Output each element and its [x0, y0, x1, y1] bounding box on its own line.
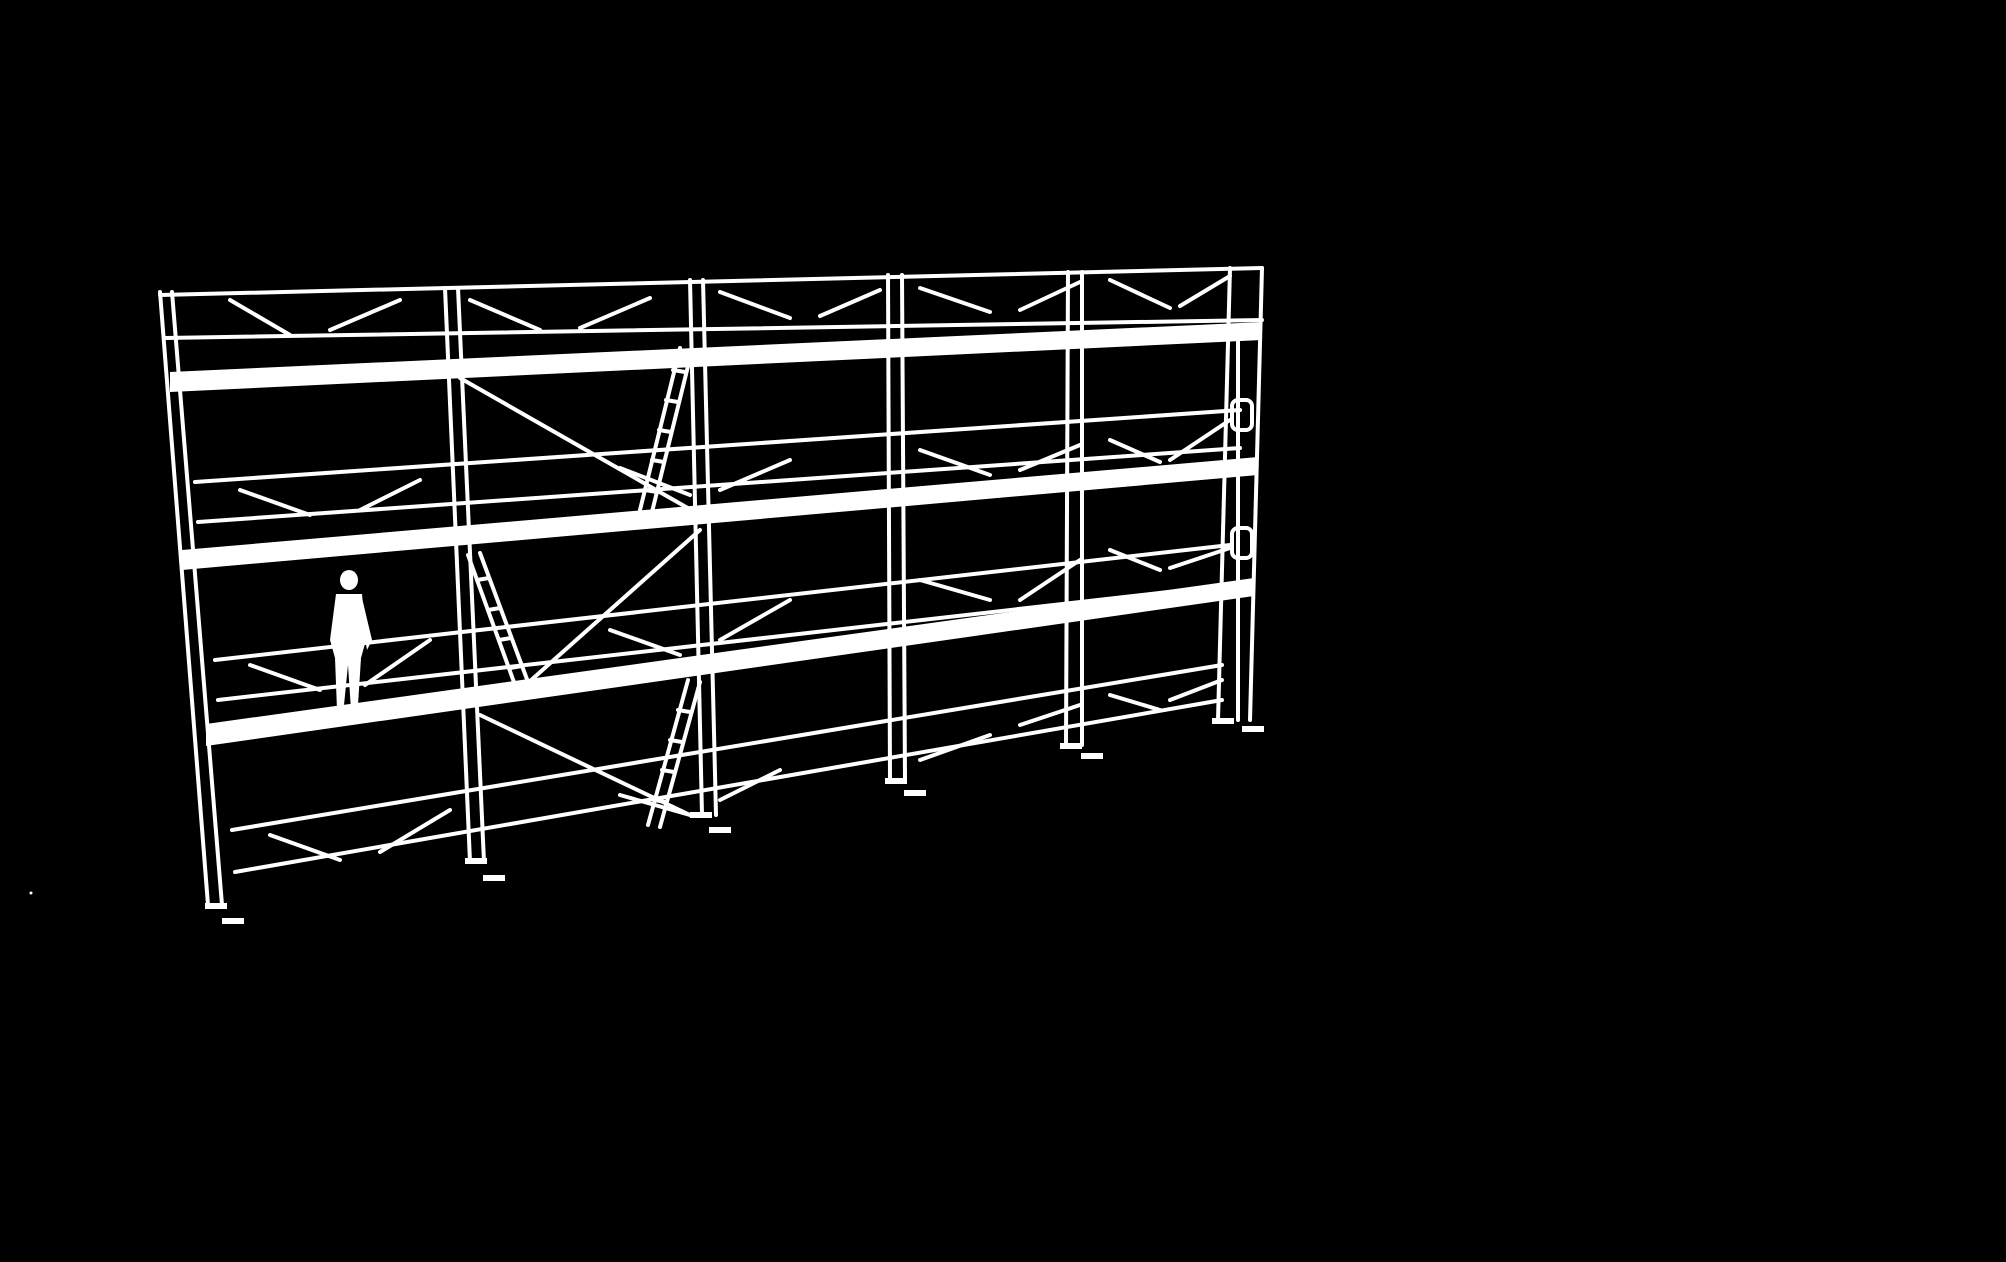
post-2b — [456, 286, 486, 864]
ladder-upper — [638, 346, 694, 514]
diagonal-brace-upper — [458, 376, 702, 517]
post-1a — [158, 290, 210, 907]
deck-plank-level-2 — [182, 457, 1258, 570]
rail-level-3-lower — [196, 446, 1242, 524]
base-plate-8 — [904, 790, 926, 796]
post-3b — [701, 278, 718, 817]
end-frame-details — [1230, 338, 1254, 722]
brace-top-row — [228, 274, 1232, 337]
guard-rails — [158, 266, 1264, 874]
base-plates — [205, 718, 1264, 924]
base-plate-3 — [465, 858, 487, 864]
post-4a — [886, 273, 892, 782]
rail-level-2-upper — [213, 543, 1232, 662]
post-2a — [443, 286, 472, 864]
base-plate-9 — [1060, 743, 1082, 749]
ladder-lower — [646, 678, 702, 829]
post-6a — [1216, 266, 1232, 722]
base-plate-6 — [709, 827, 731, 833]
diagonal-brace-middle — [518, 528, 702, 692]
deck-plank-level-1 — [206, 578, 1254, 746]
rail-level-2-lower — [216, 583, 1232, 702]
access-ladders — [466, 346, 702, 829]
ladder-middle — [466, 551, 530, 687]
frame-posts — [158, 266, 1264, 907]
post-5a — [1064, 270, 1070, 747]
post-1b — [170, 290, 224, 907]
person-silhouette — [330, 570, 372, 710]
brace-row-2 — [248, 546, 1232, 692]
deck-planks — [170, 322, 1262, 746]
rail-top-upper — [158, 266, 1264, 297]
base-plate-7 — [885, 778, 907, 784]
post-3a — [688, 278, 704, 817]
brace-row-3 — [238, 418, 1232, 517]
post-4b — [900, 273, 907, 782]
rail-level-1-upper — [230, 663, 1224, 832]
base-plate-2 — [222, 918, 244, 924]
speck-dot — [29, 891, 33, 895]
deck-plank-top — [170, 322, 1262, 392]
rail-level-1-lower — [233, 698, 1224, 874]
toe-board-braces — [228, 274, 1232, 862]
base-plate-4 — [483, 875, 505, 881]
rail-top-lower — [163, 318, 1264, 340]
base-plate-11 — [1212, 718, 1234, 724]
base-plate-1 — [205, 903, 227, 909]
rail-level-3-upper — [193, 408, 1242, 484]
base-plate-10 — [1081, 753, 1103, 759]
base-plate-12 — [1242, 726, 1264, 732]
post-6b — [1248, 266, 1264, 722]
base-plate-5 — [690, 812, 712, 818]
